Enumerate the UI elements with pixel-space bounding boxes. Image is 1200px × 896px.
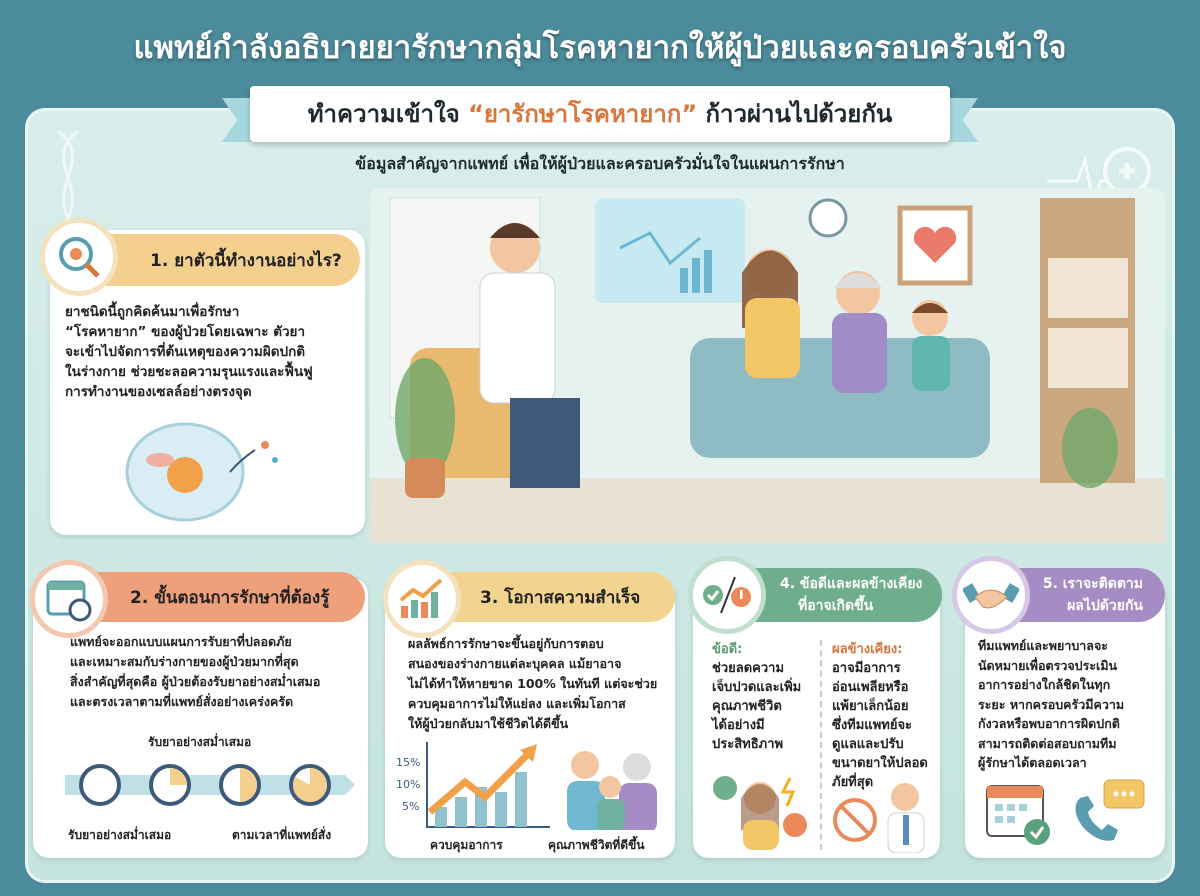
cons-line: ซึ่งทีมแพทย์จะ xyxy=(832,718,913,733)
timeline-label-bottom-left: รับยาอย่างสม่ำเสมอ xyxy=(68,828,172,842)
patient-illustration xyxy=(713,776,807,850)
section-1-line: “โรคหายาก” ของผู้ป่วยโดยเฉพาะ ตัวยา xyxy=(65,324,306,340)
timeline-label-top: รับยาอย่างสม่ำเสมอ xyxy=(148,735,252,749)
section-5-title-line2: ผลไปด้วยกัน xyxy=(1067,598,1143,614)
section-1-line: จะเข้าไปจัดการที่ต้นเหตุของความผิดปกติ xyxy=(65,344,306,360)
cons-label: ผลข้างเคียง: xyxy=(832,642,903,657)
timeline-label-bottom-right: ตามเวลาที่แพทย์สั่ง xyxy=(232,828,332,842)
section-1-line: การทำงานของเซลล์อย่างตรงจุด xyxy=(65,384,252,400)
cons-line: อาจมีอาการ xyxy=(832,661,901,676)
wall-clock-icon xyxy=(808,198,848,238)
chart-caption: ควบคุมอาการ xyxy=(430,838,503,852)
calendar-check-icon xyxy=(986,785,1050,845)
growth-chart xyxy=(426,742,550,828)
chart-tick-10: 10% xyxy=(396,778,421,791)
section-5-line: ผู้รักษาได้ตลอดเวลา xyxy=(978,755,1087,770)
section-5-line: กังวลหรือพบอาการผิดปกติ xyxy=(978,716,1120,731)
section-5-line: ทีมแพทย์และพยาบาลจะ xyxy=(978,638,1109,653)
section-3-line: ไม่ได้ทำให้หายขาด 100% ในทันที แต่จะช่วย xyxy=(408,676,658,691)
cons-line: ดูแลและปรับ xyxy=(832,737,904,752)
section-5-line: อาการอย่างใกล้ชิดในทุก xyxy=(978,677,1111,692)
cell-illustration xyxy=(125,422,278,522)
dosing-timeline xyxy=(65,764,355,806)
clock-icon xyxy=(79,764,121,806)
calendar-clock-icon xyxy=(30,560,108,638)
consultation-illustration xyxy=(370,188,1165,543)
banner-suffix: ก้าวผ่านไปด้วยกัน xyxy=(705,100,893,128)
family-illustration xyxy=(567,751,657,830)
pros-line: คุณภาพชีวิต xyxy=(712,699,782,714)
hologram-screen xyxy=(595,198,745,303)
clock-icon xyxy=(149,764,191,806)
growth-chart-icon xyxy=(383,560,461,638)
dna-icon xyxy=(56,131,80,231)
grandmother xyxy=(832,313,887,393)
section-3-line: สนองของร่างกายแต่ละบุคคล แม้ยาอาจ xyxy=(408,656,622,671)
section-4-title-line2: ที่อาจเกิดขึ้น xyxy=(798,598,874,614)
section-2-line: แพทย์จะออกแบบแผนการรับยาที่ปลอดภัย xyxy=(70,634,292,649)
chart-tick-15: 15% xyxy=(396,756,421,769)
banner: ทำความเข้าใจ “ยารักษาโรคหายาก” ก้าวผ่านไ… xyxy=(250,86,950,142)
phone-chat-icon xyxy=(1075,779,1145,841)
section-5-line: สามารถติดต่อสอบถามทีม xyxy=(978,735,1117,751)
target-magnifier-icon xyxy=(40,218,118,296)
section-1-header: 1. ยาตัวนี้ทำงานอย่างไร? xyxy=(80,234,360,286)
child xyxy=(912,336,950,391)
cons-line: แพ้ยาเล็กน้อย xyxy=(832,699,909,714)
section-3-line: ควบคุมอาการไม่ให้แย่ลง และเพิ่มโอกาส xyxy=(408,696,626,711)
cons-line: ภัยที่สุด xyxy=(832,775,874,790)
doctor xyxy=(479,272,556,404)
section-5-line: ระยะ หากครอบครัวมีความ xyxy=(978,696,1125,712)
handshake-icon xyxy=(952,556,1030,634)
section-5-line: นัดหมายเพื่อตรวจประเมิน xyxy=(978,657,1118,673)
section-1-line: ในร่างกาย ช่วยชะลอความรุนแรงและฟื้นฟู xyxy=(65,364,313,380)
section-5-title-line1: 5. เราจะติดตาม xyxy=(1042,576,1143,592)
section-1-line: ยาชนิดนี้ถูกคิดค้นมาเพื่อรักษา xyxy=(65,304,240,320)
pros-line: ได้อย่างมี xyxy=(712,718,765,733)
section-1-title: 1. ยาตัวนี้ทำงานอย่างไร? xyxy=(150,250,342,271)
doctor-no-allergy-illustration xyxy=(833,783,925,853)
cons-line: อ่อนเพลียหรือ xyxy=(832,680,909,695)
section-3-line: ให้ผู้ป่วยกลับมาใช้ชีวิตได้ดีขึ้น xyxy=(408,716,569,731)
clock-icon xyxy=(219,764,261,806)
pros-line: เจ็บปวดและเพิ่ม xyxy=(712,680,802,695)
section-2-line: สิ่งสำคัญที่สุดคือ ผู้ป่วยต้องรับยาอย่าง… xyxy=(70,674,321,689)
section-2-header: 2. ขั้นตอนการรักษาที่ต้องรู้ xyxy=(60,572,365,622)
section-2-line: และตรงเวลาตามที่แพทย์สั่งอย่างเคร่งครัด xyxy=(70,694,294,709)
chart-tick-5: 5% xyxy=(402,800,420,813)
pros-label: ข้อดี: xyxy=(712,642,743,657)
pros-line: ประสิทธิภาพ xyxy=(712,737,784,752)
mother xyxy=(745,298,800,378)
page-title: แพทย์กำลังอธิบายยารักษากลุ่มโรคหายากให้ผ… xyxy=(133,30,1067,66)
banner-prefix: ทำความเข้าใจ xyxy=(307,100,460,128)
section-3-title: 3. โอกาสความสำเร็จ xyxy=(480,587,641,608)
clock-icon xyxy=(289,764,331,806)
cons-line: ขนาดยาให้ปลอด xyxy=(832,756,928,771)
pros-line: ช่วยลดความ xyxy=(712,661,785,676)
banner-highlight: “ยารักษาโรคหายาก” xyxy=(468,100,698,128)
family-caption: คุณภาพชีวิตที่ดีขึ้น xyxy=(548,838,645,852)
section-3-line: ผลลัพธ์การรักษาจะขึ้นอยู่กับการตอบ xyxy=(408,636,604,651)
section-2-line: และเหมาะสมกับร่างกายของผู้ป่วยมากที่สุด xyxy=(70,654,299,669)
section-2-title: 2. ขั้นตอนการรักษาที่ต้องรู้ xyxy=(130,587,330,608)
divider xyxy=(820,640,822,850)
subtitle: ข้อมูลสำคัญจากแพทย์ เพื่อให้ผู้ป่วยและคร… xyxy=(355,154,845,173)
check-warning-icon xyxy=(688,556,766,634)
section-4-title-line1: 4. ข้อดีและผลข้างเคียง xyxy=(780,576,923,592)
